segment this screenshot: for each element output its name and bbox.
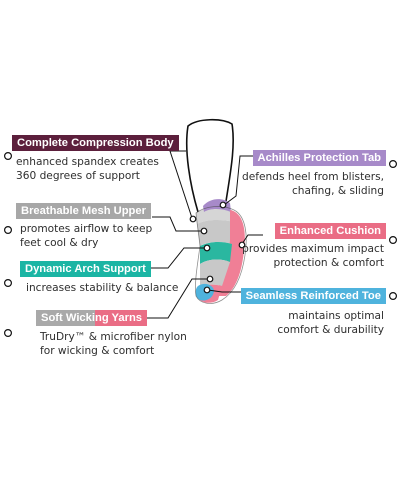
mesh-title-tag: Breathable Mesh Upper xyxy=(16,203,151,219)
arch-title-tag: Dynamic Arch Support xyxy=(20,261,151,277)
mesh-line-1: promotes airflow to keep xyxy=(20,223,153,235)
connector-compression xyxy=(169,150,193,219)
achilles-line-1: defends heel from blisters, xyxy=(242,171,384,183)
achilles-line-2: chafing, & sliding xyxy=(291,185,384,197)
achilles-description: defends heel from blisters, chafing, & s… xyxy=(242,170,384,198)
compression-description: enhanced spandex creates 360 degrees of … xyxy=(16,155,159,183)
toe-line-1: maintains optimal xyxy=(288,310,384,322)
cushion-description: provides maximum impact protection & com… xyxy=(242,242,384,270)
wicking-title-part1: Soft Wicki xyxy=(36,310,95,326)
toe-title-tag: Seamless Reinforced Toe xyxy=(240,288,386,304)
connector-mesh xyxy=(152,216,203,232)
mesh-description: promotes airflow to keep feet cool & dry xyxy=(20,222,152,250)
achilles-title-tag: Achilles Protection Tab xyxy=(252,150,386,166)
arch-description: increases stability & balance xyxy=(26,281,178,295)
dot-mesh-start xyxy=(3,226,13,235)
leg-outline xyxy=(185,118,234,213)
connector-achilles xyxy=(223,155,260,206)
toe-line-2: comfort & durability xyxy=(277,324,384,336)
mesh-line-2: feet cool & dry xyxy=(20,237,99,249)
dot-arch-start xyxy=(3,279,13,288)
sock-outline xyxy=(195,206,247,304)
dot-compression-end xyxy=(189,215,197,223)
toe-description: maintains optimal comfort & durability xyxy=(277,309,384,337)
cushion-line-2: protection & comfort xyxy=(273,257,384,269)
cushion-line-1: provides maximum impact xyxy=(242,243,384,255)
connector-lines xyxy=(146,150,263,319)
dot-mesh-end xyxy=(200,227,208,235)
dot-cushion-end xyxy=(238,241,246,249)
cushion-title-tag: Enhanced Cushion xyxy=(274,223,386,239)
compression-line-1: enhanced spandex creates xyxy=(16,156,159,168)
compression-title-tag: Complete Compression Body xyxy=(12,135,179,151)
connector-arch xyxy=(149,247,206,269)
sock-mesh-upper xyxy=(197,219,234,246)
compression-line-2: 360 degrees of support xyxy=(16,170,140,182)
dot-cushion-start xyxy=(389,236,398,245)
sock xyxy=(195,199,247,304)
wicking-description: TruDry™ & microfiber nylon for wicking &… xyxy=(40,330,187,358)
wicking-line-1: TruDry™ & microfiber nylon xyxy=(40,331,187,343)
dot-wicking-end xyxy=(206,275,214,283)
dot-arch-end xyxy=(203,244,211,252)
sock-cuff xyxy=(196,207,234,224)
arch-line-1: increases stability & balance xyxy=(26,282,179,294)
dot-achilles-start xyxy=(389,160,398,169)
dot-compression-start xyxy=(3,152,13,161)
dot-achilles-end xyxy=(219,201,227,209)
wicking-title-part2: ng Yarns xyxy=(94,310,148,326)
dot-toe-end xyxy=(203,286,211,294)
wicking-line-2: for wicking & comfort xyxy=(40,345,155,357)
connector-cushion xyxy=(241,234,263,245)
dot-wicking-start xyxy=(3,329,13,338)
dot-toe-start xyxy=(389,292,398,301)
connector-wicking xyxy=(146,278,209,319)
